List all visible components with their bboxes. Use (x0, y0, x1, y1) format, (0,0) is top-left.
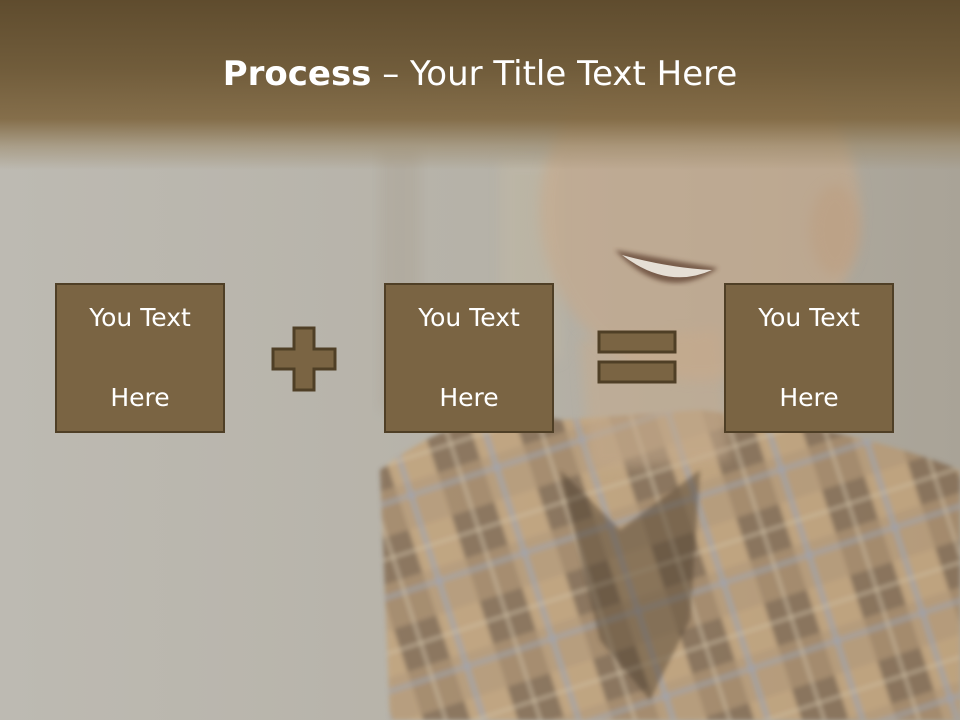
title-rest: – Your Title Text Here (371, 54, 738, 94)
box-3-line-1: You Text (758, 303, 860, 332)
box-2-line-1: You Text (418, 303, 520, 332)
title-band (0, 0, 960, 170)
box-2-line-2: Here (439, 383, 499, 412)
box-3-line-2: Here (779, 383, 839, 412)
slide-title: Process – Your Title Text Here (0, 50, 960, 98)
box-1-line-2: Here (110, 383, 170, 412)
equals-icon (597, 330, 677, 384)
box-1-line-1: You Text (89, 303, 191, 332)
title-bold: Process (222, 54, 372, 94)
plus-icon (271, 326, 337, 392)
